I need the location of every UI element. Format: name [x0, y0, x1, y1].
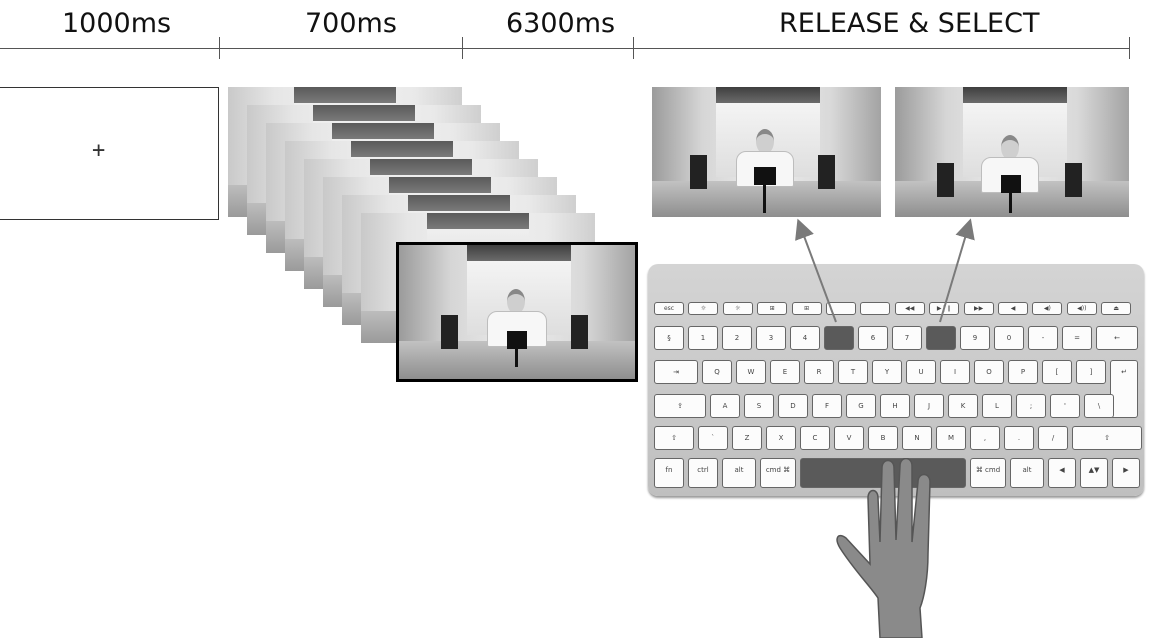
key-home_row-10[interactable]: ; [1016, 394, 1046, 418]
key-shift_row-12[interactable]: ⇧ [1072, 426, 1142, 450]
key-home_row-4[interactable]: F [812, 394, 842, 418]
key-bottom_row-0[interactable]: fn [654, 458, 684, 488]
key-shift_row-1[interactable]: ` [698, 426, 728, 450]
key-shift_row-0[interactable]: ⇧ [654, 426, 694, 450]
key-function_row-3[interactable]: ⊞ [757, 302, 788, 315]
key-home_row-1[interactable]: A [710, 394, 740, 418]
video-frame-current [396, 242, 638, 382]
key-shift_row-10[interactable]: . [1004, 426, 1034, 450]
key-shift_row-4[interactable]: C [800, 426, 830, 450]
key-function_row-10[interactable]: ◀ [998, 302, 1028, 315]
key-qwerty_row-0[interactable]: ⇥ [654, 360, 698, 384]
key-shift_row-9[interactable]: , [970, 426, 1000, 450]
key-bottom_row-7[interactable]: ◀ [1048, 458, 1076, 488]
key-function_row-2[interactable]: ☼ [722, 302, 753, 315]
key-number_row-4[interactable]: 4 [790, 326, 820, 350]
key-qwerty_row-4[interactable]: R [804, 360, 834, 384]
timeline-tick [462, 37, 463, 59]
timeline-axis [0, 48, 1130, 49]
phase-label-fixation: 1000ms [62, 8, 172, 39]
timeline-tick [633, 37, 634, 59]
arrow-to-left-option [795, 218, 837, 323]
key-number_row-3[interactable]: 3 [756, 326, 786, 350]
timeline-tick [1129, 37, 1130, 59]
key-home_row-2[interactable]: S [744, 394, 774, 418]
key-qwerty_row-12[interactable]: ] [1076, 360, 1106, 384]
phase-label-movie-frames: 700ms [305, 8, 397, 39]
key-number_row-7[interactable]: 7 [892, 326, 922, 350]
key-bottom_row-3[interactable]: cmd ⌘ [760, 458, 796, 488]
timeline-tick [219, 37, 220, 59]
key-function_row-11[interactable]: ◀) [1032, 302, 1063, 315]
keyboard: esc☼☼⊞⊞◀◀▶❙❙▶▶◀◀)◀))⏏§12346790-=←⇥QWERTY… [648, 264, 1144, 496]
fixation-cross: + [92, 138, 106, 163]
key-function_row-12[interactable]: ◀)) [1066, 302, 1097, 315]
key-shift_row-6[interactable]: B [868, 426, 898, 450]
key-bottom_row-8[interactable]: ▲▼ [1080, 458, 1108, 488]
hand-icon [836, 458, 931, 638]
key-shift_row-7[interactable]: N [902, 426, 932, 450]
key-number_row-1[interactable]: 1 [688, 326, 718, 350]
key-qwerty_row-2[interactable]: W [736, 360, 766, 384]
key-number_row-12[interactable]: = [1062, 326, 1092, 350]
key-qwerty_row-5[interactable]: T [838, 360, 868, 384]
key-function_row-9[interactable]: ▶▶ [963, 302, 994, 315]
key-bottom_row-9[interactable]: ▶ [1112, 458, 1140, 488]
arrow-to-right-option [939, 218, 975, 323]
key-number_row-6[interactable]: 6 [858, 326, 888, 350]
key-function_row-5[interactable] [826, 302, 856, 315]
key-home_row-3[interactable]: D [778, 394, 808, 418]
key-shift_row-11[interactable]: / [1038, 426, 1068, 450]
key-qwerty_row-7[interactable]: U [906, 360, 936, 384]
key-number_row-2[interactable]: 2 [722, 326, 752, 350]
response-option-right [895, 87, 1129, 217]
key-shift_row-3[interactable]: X [766, 426, 796, 450]
key-home_row-11[interactable]: ' [1050, 394, 1080, 418]
key-home_row-9[interactable]: L [982, 394, 1012, 418]
fixation-screen: + [0, 87, 219, 220]
key-home_row-0[interactable]: ⇪ [654, 394, 706, 418]
key-qwerty_row-11[interactable]: [ [1042, 360, 1072, 384]
key-number_row-9[interactable]: 9 [960, 326, 990, 350]
key-number_row-0[interactable]: § [654, 326, 684, 350]
key-home_row-7[interactable]: J [914, 394, 944, 418]
key-shift_row-2[interactable]: Z [732, 426, 762, 450]
key-number_row-10[interactable]: 0 [994, 326, 1024, 350]
key-home_row-6[interactable]: H [880, 394, 910, 418]
key-qwerty_row-1[interactable]: Q [702, 360, 732, 384]
phase-label-release-select: RELEASE & SELECT [779, 8, 1040, 39]
key-qwerty_row-10[interactable]: P [1008, 360, 1038, 384]
key-home_row-5[interactable]: G [846, 394, 876, 418]
key-bottom_row-1[interactable]: ctrl [688, 458, 718, 488]
key-function_row-13[interactable]: ⏏ [1101, 302, 1132, 315]
key-qwerty_row-3[interactable]: E [770, 360, 800, 384]
key-number_row-8[interactable] [926, 326, 956, 350]
key-qwerty_row-9[interactable]: O [974, 360, 1004, 384]
key-qwerty_row-6[interactable]: Y [872, 360, 902, 384]
key-number_row-5[interactable] [824, 326, 854, 350]
key-bottom_row-6[interactable]: alt [1010, 458, 1044, 488]
key-bottom_row-5[interactable]: ⌘ cmd [970, 458, 1006, 488]
key-bottom_row-2[interactable]: alt [722, 458, 756, 488]
key-function_row-6[interactable] [860, 302, 891, 315]
key-function_row-1[interactable]: ☼ [688, 302, 719, 315]
key-shift_row-5[interactable]: V [834, 426, 864, 450]
key-function_row-7[interactable]: ◀◀ [894, 302, 925, 315]
key-shift_row-8[interactable]: M [936, 426, 966, 450]
key-function_row-0[interactable]: esc [654, 302, 684, 315]
key-qwerty_row-13[interactable]: ↵ [1110, 360, 1138, 418]
key-number_row-13[interactable]: ← [1096, 326, 1138, 350]
phase-label-video: 6300ms [506, 8, 616, 39]
response-option-left [652, 87, 881, 217]
key-function_row-4[interactable]: ⊞ [791, 302, 822, 315]
key-home_row-8[interactable]: K [948, 394, 978, 418]
key-number_row-11[interactable]: - [1028, 326, 1058, 350]
key-home_row-12[interactable]: \ [1084, 394, 1114, 418]
key-qwerty_row-8[interactable]: I [940, 360, 970, 384]
